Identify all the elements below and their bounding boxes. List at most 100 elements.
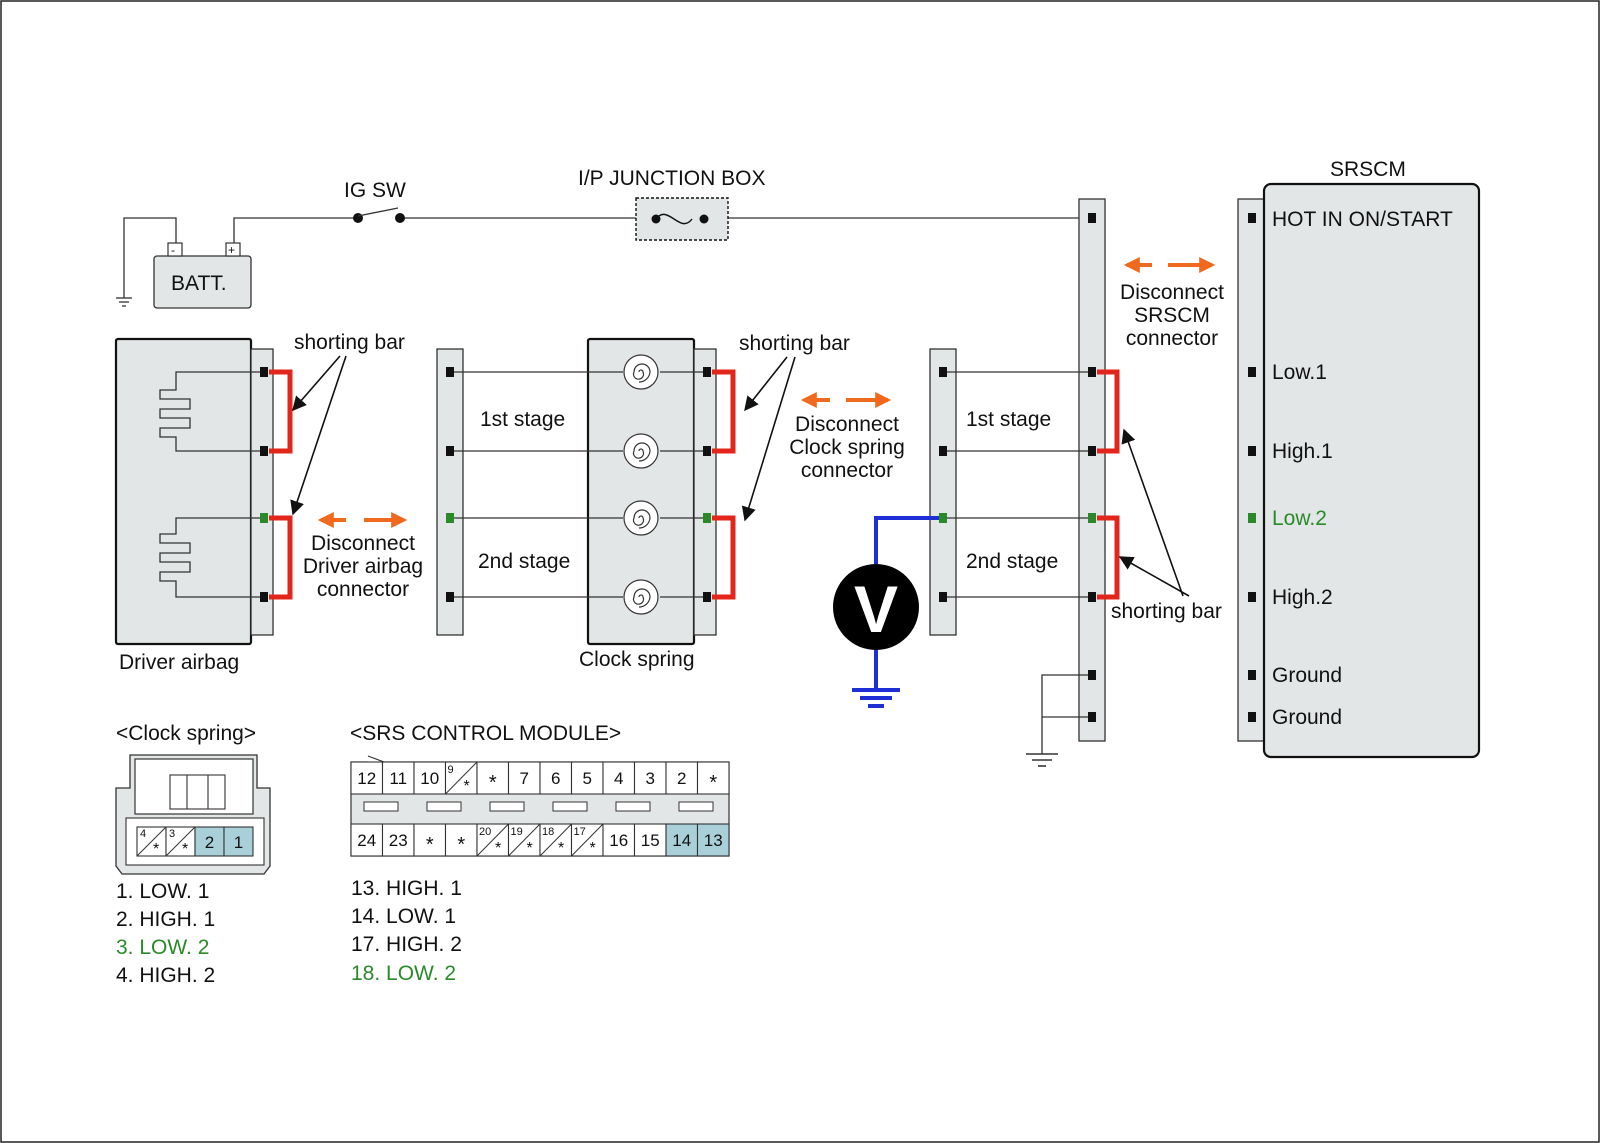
svg-text:connector: connector [317, 578, 409, 601]
driver-airbag-label: Driver airbag [119, 651, 239, 674]
svg-text:18. LOW. 2: 18. LOW. 2 [351, 962, 456, 985]
clock-spring-label: Clock spring [579, 648, 695, 671]
connector-pin-cell [696, 823, 730, 857]
ground-symbol [116, 297, 132, 307]
svg-text:17. HIGH. 2: 17. HIGH. 2 [351, 933, 462, 956]
pin-star: * [182, 841, 188, 858]
pin-number: * [489, 772, 497, 794]
svg-text:Driver airbag: Driver airbag [303, 555, 423, 578]
pin-number: 19 [511, 826, 523, 838]
battery-plus: + [228, 243, 235, 257]
srscm-terminal: High.2 [1272, 586, 1333, 609]
disconnect-srscm: Disconnect SRSCM connector [1120, 257, 1224, 350]
pin-number: * [457, 834, 465, 856]
srs-center-slots [363, 801, 714, 812]
connector-pin-cell [381, 761, 415, 795]
svg-text:connector: connector [801, 459, 893, 482]
connector-pin-cell [194, 826, 225, 857]
connector-pin-cell [223, 826, 254, 857]
pin-number: 5 [583, 769, 592, 788]
junction-box-label: I/P JUNCTION BOX [578, 167, 765, 190]
battery: BATT. - + [153, 242, 252, 309]
ground-symbol [1026, 753, 1058, 767]
svg-text:Clock spring: Clock spring [789, 436, 905, 459]
fuse-icon [655, 213, 693, 225]
power-circuit: IG SW I/P JUNCTION BOX BATT. - + [116, 167, 1090, 309]
svg-text:1. LOW. 1: 1. LOW. 1 [116, 880, 209, 903]
ig-switch [353, 207, 405, 223]
srscm-module: SRSCM HOT IN ON/START Low.1 High.1 Low.2… [1237, 158, 1481, 759]
shorting-bar-label-1: shorting bar [294, 331, 405, 354]
svg-text:Disconnect: Disconnect [1120, 281, 1224, 304]
harness-stage1: 1st stage [966, 408, 1051, 431]
shorting-bar-label-2: shorting bar [739, 332, 850, 355]
disconnect-driver-airbag: Disconnect Driver airbag connector [303, 512, 423, 601]
pin-number: 20 [479, 826, 491, 838]
svg-text:13. HIGH. 1: 13. HIGH. 1 [351, 877, 462, 900]
svg-text:2. HIGH. 1: 2. HIGH. 1 [116, 908, 215, 931]
svg-text:14. LOW. 1: 14. LOW. 1 [351, 905, 456, 928]
srscm-terminal: Ground [1272, 706, 1342, 729]
pin-number: 11 [389, 769, 407, 788]
connector-pin-cell [413, 823, 447, 857]
pin-number: 4 [140, 828, 146, 840]
pin-star: * [495, 840, 501, 857]
pin-number: 13 [704, 831, 723, 850]
srscm-terminal-low2: Low.2 [1272, 507, 1327, 530]
harness-stage2: 2nd stage [966, 550, 1058, 573]
pin-number: 7 [520, 769, 529, 788]
clock-spring-stage1: 1st stage [480, 408, 565, 431]
clock-spring: 1st stage 2nd stage Clock spring shortin… [436, 332, 850, 671]
srs-connector-title: <SRS CONTROL MODULE> [350, 722, 621, 745]
pin-number: 6 [551, 769, 560, 788]
pin-number: * [709, 772, 717, 794]
coil-icon [623, 354, 659, 390]
pin-number: 14 [672, 831, 691, 850]
connector-pin-cell [507, 761, 541, 795]
connector-pin-cell [539, 761, 573, 795]
pin-star: * [590, 840, 596, 857]
pin-star: * [464, 778, 470, 795]
pin-number: 16 [609, 831, 628, 850]
junction-box [635, 197, 729, 241]
pin-star: * [153, 841, 159, 858]
harness-connector: 1st stage 2nd stage shorting bar [929, 198, 1222, 767]
pin-number: 12 [357, 769, 376, 788]
battery-label: BATT. [171, 272, 227, 295]
pin-number: 15 [641, 831, 660, 850]
pin-number: 3 [169, 828, 175, 840]
pin-star: * [558, 840, 564, 857]
pin-number: 18 [542, 826, 554, 838]
pin-star: * [527, 840, 533, 857]
srscm-terminal: High.1 [1272, 440, 1333, 463]
connector-pin-cell [633, 823, 667, 857]
connector-pin-cell [602, 761, 636, 795]
disconnect-clock-spring: Disconnect Clock spring connector [789, 392, 905, 482]
svg-text:SRSCM: SRSCM [1134, 304, 1210, 327]
pin-number: 4 [614, 769, 623, 788]
svg-text:4. HIGH. 2: 4. HIGH. 2 [116, 964, 215, 987]
voltmeter: V [833, 516, 939, 708]
pin-number: 24 [357, 831, 376, 850]
pin-number: 3 [646, 769, 655, 788]
connector-pin-cell [381, 823, 415, 857]
srscm-title: SRSCM [1330, 158, 1406, 181]
voltmeter-icon [833, 564, 919, 650]
connector-pin-cell [665, 761, 699, 795]
svg-text:connector: connector [1126, 327, 1218, 350]
pin-number: 2 [677, 769, 686, 788]
svg-text:3. LOW. 2: 3. LOW. 2 [116, 936, 209, 959]
voltmeter-symbol: V [854, 572, 898, 646]
clock-spring-connector-title: <Clock spring> [116, 722, 256, 745]
coil-icon [623, 579, 659, 615]
svg-text:Disconnect: Disconnect [311, 532, 415, 555]
srscm-terminal: Low.1 [1272, 361, 1327, 384]
srscm-terminal: Ground [1272, 664, 1342, 687]
squib-icon [159, 371, 264, 598]
connector-pin-cell [444, 823, 478, 857]
battery-minus: - [171, 243, 175, 257]
pin-number: 23 [389, 831, 408, 850]
